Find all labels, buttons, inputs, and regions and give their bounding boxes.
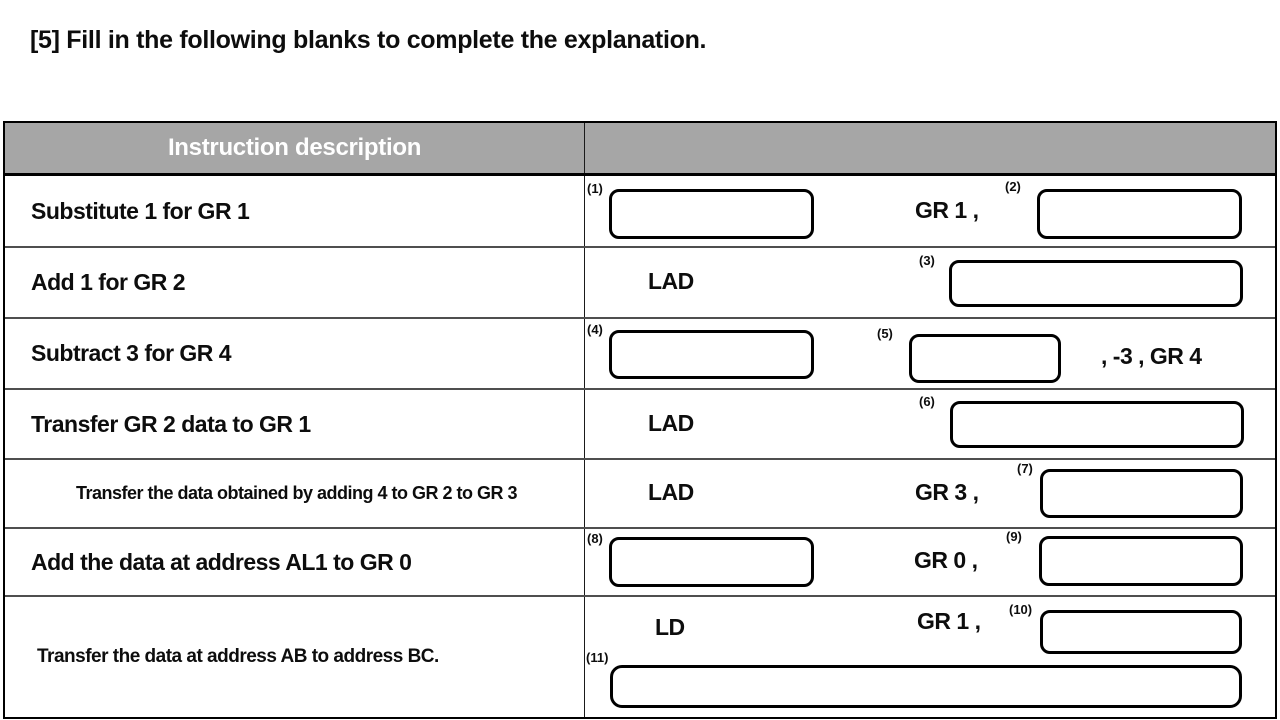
- blank-label-10: (10): [1009, 602, 1033, 617]
- blank-field-1[interactable]: [609, 189, 814, 239]
- operand-text: GR 0 ,: [914, 547, 978, 573]
- blank-label-1: (1): [587, 181, 603, 196]
- answer-cell: LAD GR 3 , (7): [585, 460, 1275, 527]
- fill-in-table: Instruction description Substitute 1 for…: [3, 121, 1277, 719]
- instruction-description: Add 1 for GR 2: [31, 269, 186, 295]
- answer-cell: LAD (3): [585, 248, 1275, 317]
- instruction-description: Transfer the data obtained by adding 4 t…: [75, 483, 518, 503]
- operand-text: GR 1 ,: [915, 197, 979, 223]
- blank-label-5: (5): [877, 326, 893, 341]
- instruction-description: Transfer the data at address AB to addre…: [37, 646, 439, 667]
- opcode-text: LAD: [648, 410, 694, 436]
- table-header-row: Instruction description: [5, 123, 1275, 173]
- blank-field-3[interactable]: [949, 260, 1243, 307]
- operand-text: GR 3 ,: [915, 479, 979, 505]
- instruction-description: Transfer GR 2 data to GR 1: [31, 410, 311, 437]
- opcode-text: LD: [655, 614, 685, 640]
- blank-field-8[interactable]: [609, 537, 814, 587]
- answer-cell: LD GR 1 , (10) (11): [585, 597, 1275, 717]
- table-row-add-al1-gr0: Add the data at address AL1 to GR 0 (8) …: [5, 527, 1275, 595]
- table-row-transfer-ab-bc: Transfer the data at address AB to addre…: [5, 595, 1275, 717]
- blank-label-7: (7): [1017, 461, 1033, 476]
- blank-field-6[interactable]: [950, 401, 1244, 448]
- blank-field-7[interactable]: [1040, 469, 1243, 518]
- opcode-text: LAD: [648, 479, 694, 505]
- header-cell-instruction-description: Instruction description: [5, 123, 585, 173]
- operand-text: GR 1 ,: [917, 608, 981, 634]
- instruction-description: Add the data at address AL1 to GR 0: [31, 548, 412, 575]
- table-row-substitute-1-gr1: Substitute 1 for GR 1 (1) GR 1 , (2): [5, 173, 1275, 246]
- blank-field-11[interactable]: [610, 665, 1242, 708]
- blank-field-5[interactable]: [909, 334, 1061, 383]
- answer-cell: (1) GR 1 , (2): [585, 176, 1275, 246]
- operand-text: , -3 , GR 4: [1101, 343, 1202, 369]
- blank-field-4[interactable]: [609, 330, 814, 379]
- blank-field-2[interactable]: [1037, 189, 1242, 239]
- header-label: Instruction description: [167, 134, 422, 161]
- instruction-description: Substitute 1 for GR 1: [31, 197, 250, 224]
- blank-label-9: (9): [1006, 529, 1022, 544]
- answer-cell: (4) (5) , -3 , GR 4: [585, 319, 1275, 388]
- table-row-transfer-add-4-gr2-gr3: Transfer the data obtained by adding 4 t…: [5, 458, 1275, 527]
- answer-cell: (8) GR 0 , (9): [585, 529, 1275, 595]
- blank-label-3: (3): [919, 253, 935, 268]
- blank-label-8: (8): [587, 531, 603, 546]
- blank-field-10[interactable]: [1040, 610, 1242, 654]
- table-row-subtract-3-gr4: Subtract 3 for GR 4 (4) (5) , -3 , GR 4: [5, 317, 1275, 388]
- blank-field-9[interactable]: [1039, 536, 1243, 586]
- table-row-add-1-gr2: Add 1 for GR 2 LAD (3): [5, 246, 1275, 317]
- instruction-description: Subtract 3 for GR 4: [31, 340, 232, 366]
- blank-label-6: (6): [919, 394, 935, 409]
- answer-cell: LAD (6): [585, 390, 1275, 458]
- blank-label-4: (4): [587, 322, 603, 337]
- table-row-transfer-gr2-gr1: Transfer GR 2 data to GR 1 LAD (6): [5, 388, 1275, 458]
- blank-label-2: (2): [1005, 179, 1021, 194]
- header-cell-answer: [585, 123, 1275, 173]
- opcode-text: LAD: [648, 268, 694, 294]
- page-title: [5] Fill in the following blanks to comp…: [30, 26, 707, 54]
- blank-label-11: (11): [586, 650, 609, 665]
